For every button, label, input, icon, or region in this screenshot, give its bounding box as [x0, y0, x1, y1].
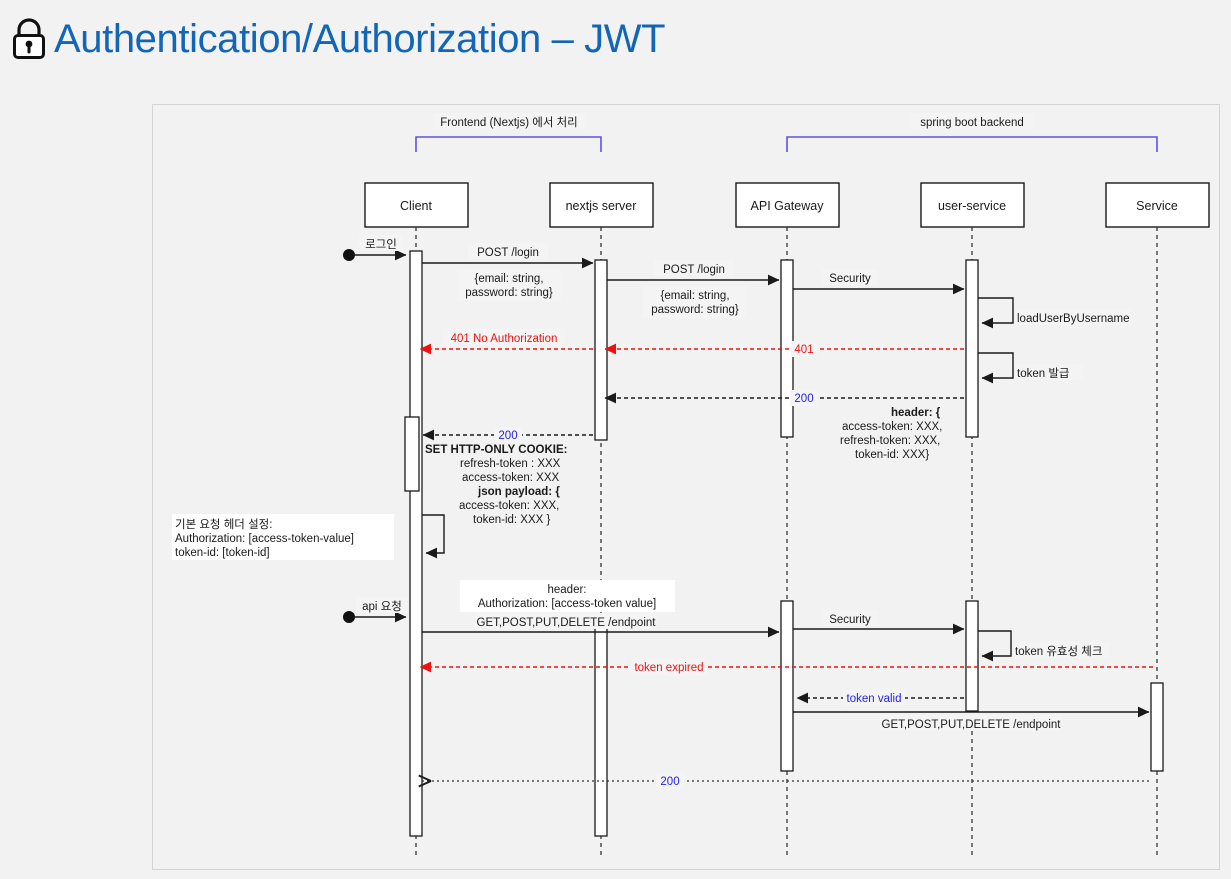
message-label: 200 — [498, 430, 517, 442]
message-body-line1: {email: string, — [474, 273, 543, 285]
note-header-block: header: { access-token: XXX, refresh-tok… — [840, 407, 942, 461]
participant-nextjs-server[interactable]: nextjs server — [549, 182, 654, 228]
note-line-2: Authorization: [access-token-value] — [175, 533, 354, 545]
message-label: Security — [829, 614, 871, 626]
message-security-1: Security — [793, 269, 965, 295]
message-401-no-authorization: 401 No Authorization — [419, 329, 593, 355]
message-post-login-1: POST /login {email: string, password: st… — [422, 243, 594, 301]
message-api-endpoint-request: header: Authorization: [access-token val… — [422, 580, 780, 638]
message-label: 200 — [794, 393, 813, 405]
message-security-2: Security — [793, 610, 965, 635]
activation-client-cookie — [404, 416, 420, 492]
participant-label: nextjs server — [566, 199, 637, 213]
actor-api-request: api 요청 — [343, 597, 408, 623]
message-self-load-user: loadUserByUsername — [978, 297, 1131, 329]
message-label: token 유효성 체크 — [1015, 645, 1102, 658]
page-title-bar: Authentication/Authorization – JWT — [10, 8, 666, 70]
message-body-line2: password: string} — [651, 304, 739, 316]
message-endpoint-to-service: GET,POST,PUT,DELETE /endpoint — [793, 706, 1150, 731]
activation-gateway-2 — [780, 600, 794, 772]
note-line-2: access-token: XXX, — [842, 421, 942, 433]
note-line-3: token-id: [token-id] — [175, 547, 270, 559]
participant-api-gateway[interactable]: API Gateway — [735, 182, 840, 228]
message-label: 401 No Authorization — [451, 333, 558, 345]
message-token-expired: token expired — [419, 659, 1153, 675]
activation-user-service-1 — [965, 259, 979, 438]
actor-api-label: api 요청 — [362, 600, 402, 613]
participant-label: API Gateway — [751, 199, 825, 213]
note-line-3: access-token: XXX — [462, 472, 559, 484]
participant-service[interactable]: Service — [1105, 182, 1210, 228]
message-self-token-issue: token 발급 — [978, 352, 1083, 384]
message-label: token expired — [634, 662, 703, 674]
note-line-1: header: — [547, 584, 586, 596]
note-line-2: Authorization: [access-token value] — [478, 598, 656, 610]
note-line-1: 기본 요청 헤더 설정: — [175, 518, 272, 531]
message-label: POST /login — [663, 264, 725, 276]
group-label-frontend: Frontend (Nextjs) 에서 처리 — [440, 116, 578, 129]
participant-client[interactable]: Client — [364, 182, 469, 228]
note-set-cookie-block: SET HTTP-ONLY COOKIE: refresh-token : XX… — [425, 444, 568, 526]
lock-icon — [13, 18, 45, 59]
activation-nextjs-2 — [594, 623, 608, 837]
actor-login: 로그인 — [343, 235, 407, 261]
activation-client-main — [409, 250, 423, 837]
message-200-frontend: 200 — [422, 427, 593, 443]
note-line-3: refresh-token: XXX, — [840, 435, 940, 447]
note-line-2: refresh-token : XXX — [460, 458, 561, 470]
note-line-6: token-id: XXX } — [473, 514, 551, 526]
participant-user-service[interactable]: user-service — [920, 182, 1025, 228]
message-label: GET,POST,PUT,DELETE /endpoint — [882, 719, 1062, 731]
page-title: Authentication/Authorization – JWT — [54, 16, 666, 61]
message-label: token valid — [847, 693, 902, 705]
message-200-final: 200 — [418, 773, 1149, 789]
message-post-login-2: POST /login {email: string, password: st… — [607, 260, 780, 318]
note-line-1: header: { — [891, 407, 941, 419]
actor-dot — [343, 249, 355, 261]
message-token-valid: token valid — [796, 690, 964, 706]
note-line-4: json payload: { — [477, 486, 560, 498]
message-label: Security — [829, 273, 871, 285]
sequence-diagram-canvas: Frontend (Nextjs) 에서 처리 spring boot back… — [172, 113, 1210, 857]
activation-service — [1150, 682, 1164, 772]
group-label-backend: spring boot backend — [920, 117, 1024, 129]
group-bracket-frontend: Frontend (Nextjs) 에서 처리 — [415, 113, 602, 152]
note-line-1: SET HTTP-ONLY COOKIE: — [425, 444, 568, 456]
message-label: loadUserByUsername — [1017, 313, 1130, 325]
activation-nextjs-1 — [594, 259, 608, 441]
message-label: token 발급 — [1017, 367, 1070, 380]
participant-label: Service — [1136, 199, 1178, 213]
message-self-client-headers: 기본 요청 헤더 설정: Authorization: [access-toke… — [172, 514, 445, 560]
participant-label: user-service — [938, 199, 1006, 213]
message-body-line2: password: string} — [465, 287, 553, 299]
actor-dot — [343, 611, 355, 623]
note-line-5: access-token: XXX, — [459, 500, 559, 512]
message-label: 401 — [794, 344, 813, 356]
message-body-line1: {email: string, — [660, 290, 729, 302]
message-label: 200 — [660, 776, 679, 788]
activation-user-service-2 — [965, 600, 979, 712]
message-200-backend: 200 — [604, 390, 964, 406]
group-bracket-backend: spring boot backend — [786, 113, 1158, 152]
message-self-token-validity: token 유효성 체크 — [978, 630, 1109, 662]
note-line-4: token-id: XXX} — [855, 449, 929, 461]
message-401-backend: 401 — [604, 341, 964, 357]
actor-login-label: 로그인 — [365, 238, 397, 251]
message-label: GET,POST,PUT,DELETE /endpoint — [477, 617, 657, 629]
message-label: POST /login — [477, 247, 539, 259]
sequence-diagram-frame: Frontend (Nextjs) 에서 처리 spring boot back… — [152, 104, 1220, 870]
participant-label: Client — [400, 199, 432, 213]
